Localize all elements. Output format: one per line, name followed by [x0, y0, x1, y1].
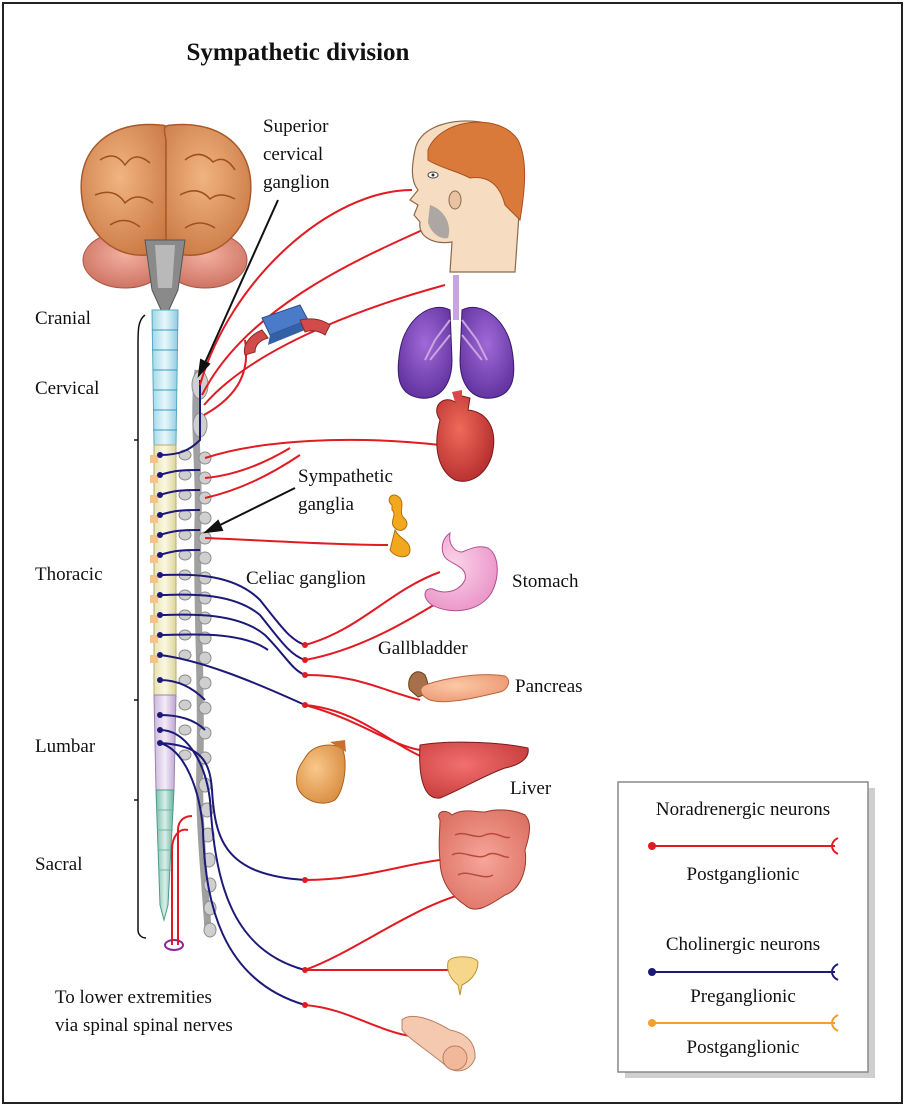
legend: Noradrenergic neurons Postganglionic Cho… — [618, 782, 875, 1078]
legend-noradrenergic-post: Postganglionic — [687, 864, 800, 885]
label-celiac-ganglion: Celiac ganglion — [246, 568, 366, 589]
bladder-illustration — [448, 957, 478, 995]
head-illustration — [410, 121, 525, 272]
intestines-illustration — [439, 810, 530, 909]
legend-noradrenergic-dot — [648, 842, 656, 850]
label-pancreas: Pancreas — [515, 676, 583, 697]
pancreas-illustration — [421, 675, 509, 702]
legend-cholinergic-post: Postganglionic — [687, 1037, 800, 1058]
label-gallbladder: Gallbladder — [378, 638, 468, 659]
diagram-title: Sympathetic division — [187, 39, 410, 66]
region-label-lumbar: Lumbar — [35, 736, 96, 757]
label-lower-extremities-2: via spinal spinal nerves — [55, 1015, 233, 1036]
region-label-thoracic: Thoracic — [35, 564, 103, 585]
region-bracket — [134, 315, 146, 938]
heart-illustration — [437, 390, 494, 481]
label-stomach: Stomach — [512, 571, 579, 592]
brain-illustration — [81, 124, 251, 312]
label-lower-extremities-1: To lower extremities — [55, 987, 212, 1008]
intestinal-gland-illustration — [389, 495, 410, 557]
label-sympathetic-ganglia-2: ganglia — [298, 494, 354, 515]
stomach-illustration — [425, 533, 497, 611]
reproductive-organ-illustration — [402, 1016, 475, 1071]
label-sympathetic-ganglia-1: Sympathetic — [298, 466, 393, 487]
label-liver: Liver — [510, 778, 552, 799]
region-label-cervical: Cervical — [35, 378, 99, 399]
label-superior-cervical-ganglion-1: Superior — [263, 116, 329, 137]
legend-preganglionic-dot — [648, 968, 656, 976]
legend-cholinergic-title: Cholinergic neurons — [666, 934, 820, 955]
blood-vessel-illustration — [244, 305, 330, 355]
label-superior-cervical-ganglion-3: ganglion — [263, 172, 330, 193]
region-label-sacral: Sacral — [35, 854, 82, 875]
legend-noradrenergic-title: Noradrenergic neurons — [656, 799, 830, 820]
legend-cholinergic-post-dot — [648, 1019, 656, 1027]
sympathetic-chain — [179, 370, 216, 937]
region-label-cranial: Cranial — [35, 308, 91, 329]
adrenal-gland-illustration — [297, 740, 346, 803]
legend-cholinergic-pre: Preganglionic — [690, 986, 796, 1007]
label-superior-cervical-ganglion-2: cervical — [263, 144, 323, 165]
postganglionic-endpoints — [302, 642, 308, 1008]
